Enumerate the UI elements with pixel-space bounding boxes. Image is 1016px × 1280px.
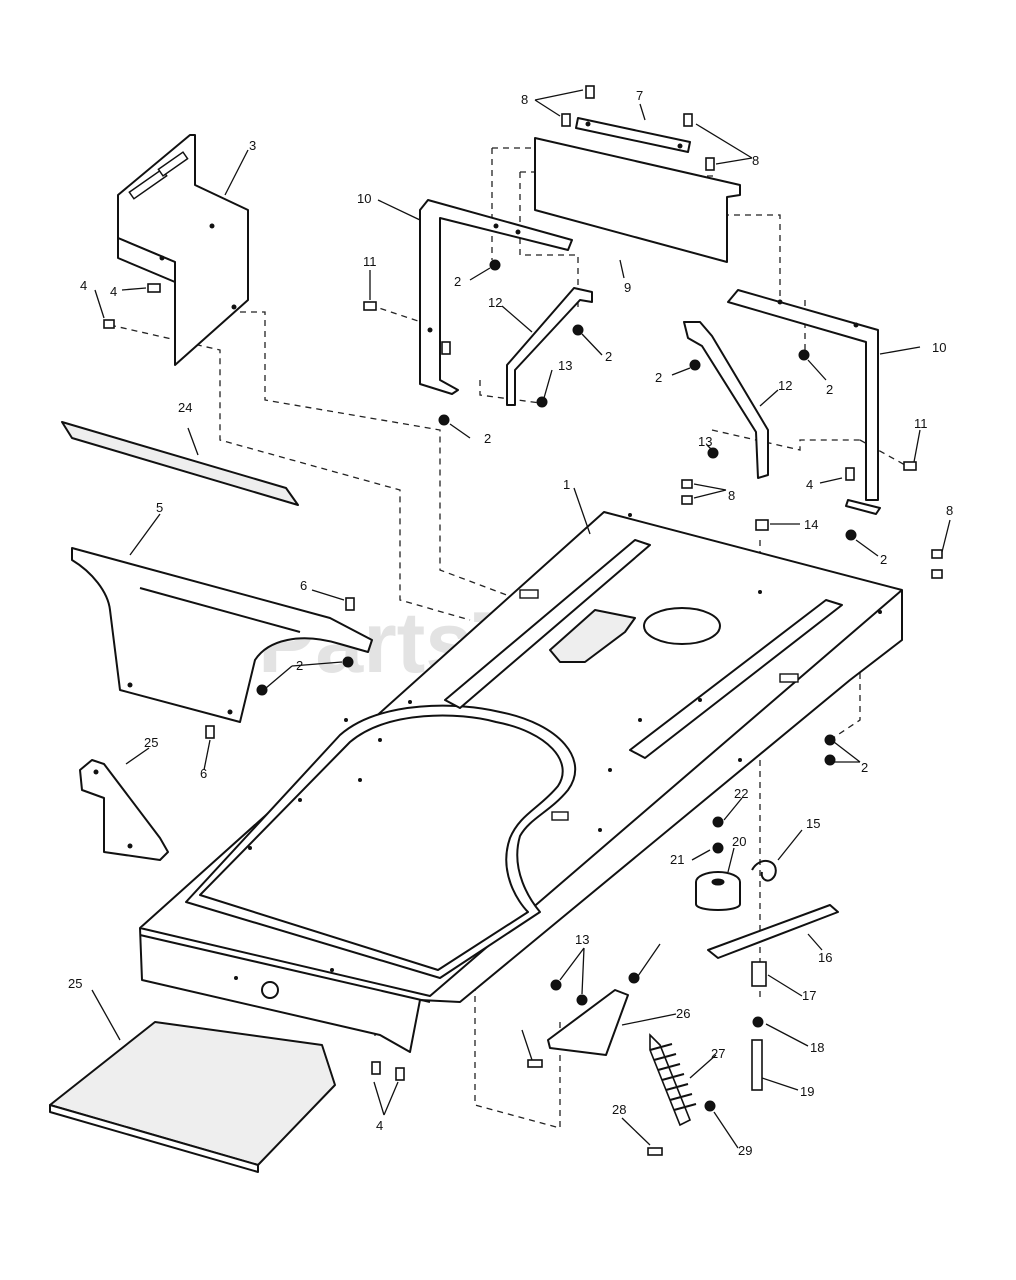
- torsion-spring: [751, 860, 777, 882]
- callout-2: 2: [605, 349, 612, 364]
- callout-4: 4: [376, 1118, 383, 1133]
- callout-21: 21: [670, 852, 684, 867]
- callout-16: 16: [818, 950, 832, 965]
- callout-18: 18: [810, 1040, 824, 1055]
- callout-2: 2: [484, 431, 491, 446]
- pivot-bracket-left: [79, 759, 169, 861]
- callout-labels: 8 7 8 3 10 9 2 11 4 4 12 2 13 10 2 2 12 …: [68, 88, 953, 1158]
- callout-2: 2: [655, 370, 662, 385]
- callout-20: 20: [732, 834, 746, 849]
- callout-2: 2: [454, 274, 461, 289]
- callout-2: 2: [861, 760, 868, 775]
- idler-arm: [707, 904, 839, 959]
- callout-1: 1: [563, 477, 570, 492]
- side-shield: [71, 547, 373, 723]
- callout-13: 13: [575, 932, 589, 947]
- callout-12: 12: [488, 295, 502, 310]
- callout-11: 11: [914, 416, 928, 431]
- callout-13: 13: [698, 434, 712, 449]
- callout-2: 2: [880, 552, 887, 567]
- seat-bracket-right: [727, 289, 879, 501]
- callout-6: 6: [300, 578, 307, 593]
- hardware: [103, 85, 943, 1156]
- callout-23: 24: [178, 400, 192, 415]
- main-frame: [139, 511, 903, 1053]
- callout-10: 10: [357, 191, 371, 206]
- callout-12: 12: [778, 378, 792, 393]
- callout-3: 3: [249, 138, 256, 153]
- top-strap: [575, 117, 691, 153]
- callout-8: 8: [946, 503, 953, 518]
- pivot-bracket-right: [547, 989, 629, 1056]
- callout-2: 2: [296, 658, 303, 673]
- floor-mat: [49, 1021, 336, 1166]
- callout-4: 4: [110, 284, 117, 299]
- callout-4: 4: [806, 477, 813, 492]
- callout-10: 10: [932, 340, 946, 355]
- seat-bracket-left: [419, 199, 573, 395]
- callout-8: 8: [752, 153, 759, 168]
- callout-7: 7: [636, 88, 643, 103]
- callout-25: 25: [144, 735, 158, 750]
- callout-8: 8: [728, 488, 735, 503]
- callout-5: 5: [156, 500, 163, 515]
- callout-11: 11: [363, 254, 377, 269]
- trim-strip: [61, 421, 299, 506]
- support-strut-left: [506, 287, 593, 406]
- callout-9: 9: [624, 280, 631, 295]
- callout-6: 6: [200, 766, 207, 781]
- callout-26: 27: [711, 1046, 725, 1061]
- compression-spring: [649, 1033, 697, 1127]
- callout-24: 25: [68, 976, 82, 991]
- shoulder-bolt: [751, 1039, 763, 1091]
- callout-19: 19: [800, 1084, 814, 1099]
- callout-27: 28: [612, 1102, 626, 1117]
- callout-8: 8: [521, 92, 528, 107]
- spacer: [751, 961, 767, 987]
- callout-28: 29: [738, 1143, 752, 1158]
- callout-14: 14: [804, 517, 818, 532]
- seat-bracket-right-foot: [845, 499, 881, 515]
- callout-25: 26: [676, 1006, 690, 1021]
- callout-4: 4: [80, 278, 87, 293]
- leader-lines: [91, 89, 951, 1149]
- callout-2: 2: [826, 382, 833, 397]
- support-strut-right: [683, 321, 769, 479]
- callout-15: 15: [806, 816, 820, 831]
- callout-22: 22: [734, 786, 748, 801]
- rear-panel: [534, 137, 741, 263]
- callout-13: 13: [558, 358, 572, 373]
- callout-17: 17: [802, 988, 816, 1003]
